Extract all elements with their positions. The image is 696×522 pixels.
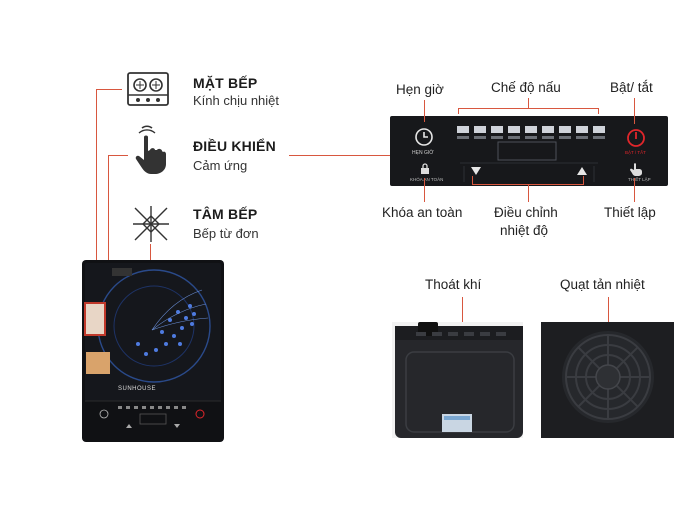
temperature-up-arrow-icon[interactable] [577, 167, 587, 175]
connector-cooktop-h [96, 89, 122, 90]
connector-panel-h [289, 155, 390, 156]
feature-induction-center-icon [133, 206, 169, 242]
callout-setting: Thiết lập [604, 205, 656, 220]
feature-cooktop-icon [127, 72, 169, 106]
callout-adjust-tick-right [583, 176, 584, 185]
callout-lock-line [424, 178, 425, 202]
setting-small-label: THIẾT LẬP [628, 177, 651, 182]
feature-title-control: ĐIỀU KHIỂN [193, 138, 276, 154]
callout-adjust-line-v [528, 184, 529, 202]
callout-lock: Khóa an toàn [382, 205, 463, 220]
power-button-icon[interactable] [626, 128, 646, 148]
callout-timer: Hẹn giờ [396, 82, 444, 97]
callout-power-line [634, 98, 635, 124]
control-panel-image: HẸN GIỜ KHÓA AN TOÀN BẬT / TẮT THIẾT LẬP [390, 116, 668, 186]
lock-icon[interactable] [419, 163, 431, 175]
feature-touch-hand-icon [130, 125, 166, 175]
callout-cooling-fan: Quạt tản nhiệt [560, 277, 645, 292]
power-small-label: BẬT / TẮT [625, 150, 646, 155]
callout-cooking-modes: Chế độ nấu [491, 80, 561, 95]
product-brand-label: SUNHOUSE [118, 386, 157, 392]
setting-hand-icon[interactable] [630, 163, 642, 176]
connector-control-h [108, 155, 128, 156]
feature-title-center: TÂM BẾP [193, 206, 258, 222]
temperature-down-arrow-icon[interactable] [471, 167, 481, 175]
callout-power: Bật/ tắt [610, 80, 653, 95]
feature-subtitle-cooktop: Kính chịu nhiệt [193, 93, 280, 108]
callout-modes-tick-left [458, 108, 459, 114]
timer-clock-icon[interactable] [414, 127, 434, 147]
feature-title-cooktop: MẶT BẾP [193, 75, 258, 91]
callout-vent-line [462, 297, 463, 331]
callout-setting-line [634, 178, 635, 202]
callout-fan-line [608, 297, 609, 345]
timer-small-label: HẸN GIỜ [412, 150, 434, 156]
connector-cooktop-v [96, 89, 97, 319]
feature-subtitle-center: Bếp từ đơn [193, 226, 259, 241]
cooling-fan-image [541, 322, 674, 438]
lock-small-label: KHÓA AN TOÀN [410, 177, 444, 182]
callout-adjust-line1: Điều chỉnh [494, 205, 558, 220]
callout-vent: Thoát khí [425, 277, 482, 292]
callout-modes-line-h [458, 108, 599, 109]
callout-modes-tick-right [598, 108, 599, 114]
callout-adjust-line2: nhiệt độ [500, 223, 549, 238]
feature-subtitle-control: Cảm ứng [193, 158, 248, 173]
vent-image [392, 322, 523, 438]
callout-modes-line-v [528, 98, 529, 108]
induction-cooker-image: SUNHOUSE [82, 260, 224, 442]
callout-adjust-tick-left [472, 176, 473, 185]
callout-timer-line [424, 100, 425, 122]
